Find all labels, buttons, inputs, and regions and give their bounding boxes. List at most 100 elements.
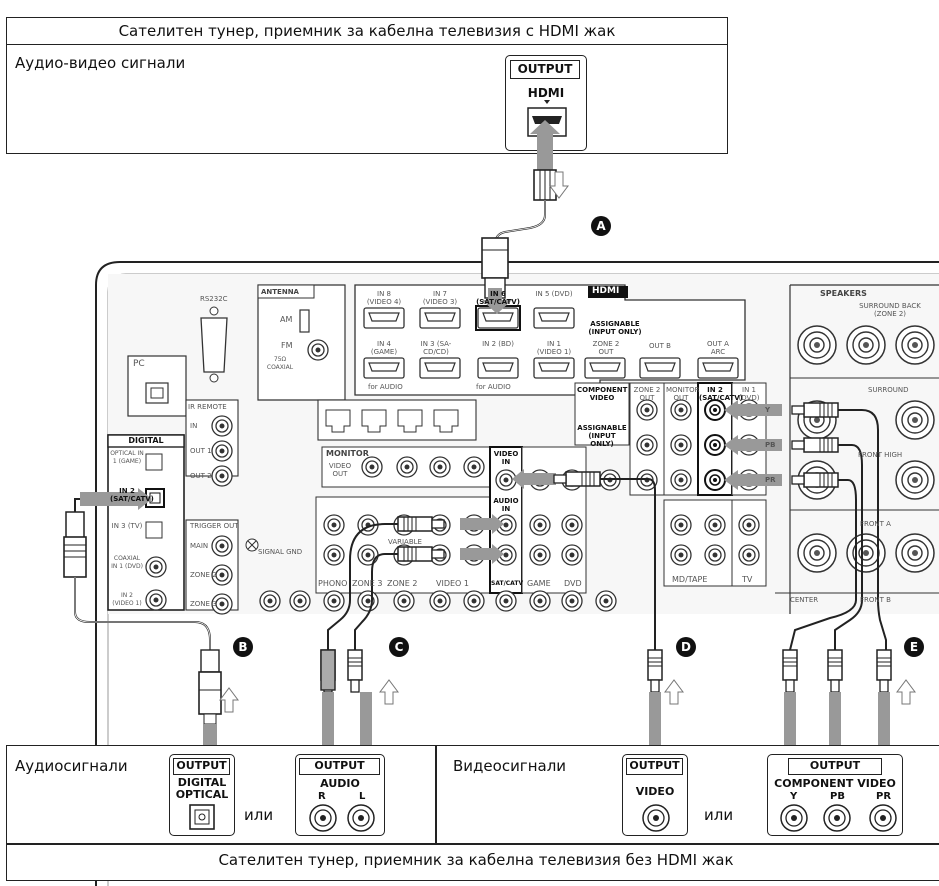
hdmi-in2: IN 2 (BD)	[482, 340, 514, 348]
surround-back-label: SURROUND BACK (ZONE 2)	[859, 302, 921, 318]
antenna-panel	[257, 284, 346, 401]
surround-label: SURROUND	[868, 386, 909, 394]
component-jack-y: Y	[790, 791, 798, 802]
video-out-label: VIDEO OUT	[328, 462, 352, 478]
top-device-box: Сателитен тунер, приемник за кабелна тел…	[6, 17, 728, 154]
fm-label: FM	[281, 341, 293, 350]
marker-e	[904, 637, 924, 657]
marker-e-label: E	[909, 640, 919, 654]
hdmi-in5: IN 5 (DVD)	[535, 290, 573, 298]
md-tape-tv-panel	[663, 499, 767, 587]
hdmi-in8: IN 8 (VIDEO 4)	[366, 290, 402, 306]
digital-in3: IN 3 (TV)	[111, 522, 143, 530]
component-jack-pb: PB	[830, 791, 845, 802]
ir-remote-label: IR REMOTE	[188, 403, 227, 411]
audio-output-panel: OUTPUT AUDIO R L	[295, 754, 385, 836]
component-jack-pr: PR	[876, 791, 892, 802]
digital-optical-in1: OPTICAL IN 1 (GAME)	[110, 450, 144, 465]
marker-c	[389, 637, 409, 657]
antenna-label: ANTENNA	[261, 288, 299, 296]
audio-jack-l: L	[359, 791, 366, 802]
hdmi-in3: IN 3 (SA-CD/CD)	[420, 340, 452, 356]
hdmi-zone2-out: ZONE 2 OUT	[592, 340, 620, 356]
hdmi-title: HDMI	[592, 286, 620, 296]
marker-d-label: D	[681, 640, 691, 654]
center-label: CENTER	[790, 596, 819, 604]
sat-video-in-label: VIDEO IN	[493, 450, 519, 466]
digital-optical-output-panel: OUTPUT DIGITAL OPTICAL	[169, 754, 235, 836]
component-col-zone2: ZONE 2 OUT	[633, 386, 661, 402]
digital-coax-in2: IN 2 (VIDEO 1)	[112, 592, 142, 607]
fm-sub-label: 75Ω COAXIAL	[266, 356, 294, 371]
for-audio-1: for AUDIO	[368, 383, 403, 391]
top-output-label: OUTPUT	[517, 62, 573, 76]
front-a-label: FRONT A	[860, 520, 891, 528]
top-box-header	[7, 18, 727, 45]
label-phono: PHONO	[318, 579, 348, 588]
optical-port-icon	[189, 804, 215, 830]
trigger-zone3: ZONE 3	[190, 600, 217, 608]
component-row-y: Y	[765, 406, 771, 414]
monitor-label: MONITOR	[326, 449, 369, 458]
audio-output-label: OUTPUT	[314, 759, 365, 772]
speakers-panel	[775, 284, 939, 614]
digital-panel	[107, 434, 185, 611]
pc-label: PC	[133, 359, 145, 369]
label-video1: VIDEO 1	[436, 579, 469, 588]
label-md-tape: MD/TAPE	[672, 575, 708, 584]
hdmi-panel	[354, 284, 746, 396]
component-row-pb: PB	[765, 441, 776, 449]
bottom-box-footer-line	[7, 843, 939, 845]
component-col-in2: IN 2 (SAT/CATV)	[699, 386, 743, 402]
bottom-device-box: Аудиосигнали Видеосигнали или или Сатели…	[6, 745, 939, 881]
video-jack-icon	[642, 804, 670, 832]
hdmi-out-a: OUT A ARC	[707, 340, 729, 356]
video-output-panel: OUTPUT VIDEO	[622, 754, 688, 836]
component-col-monitor: MONITOR OUT	[666, 386, 700, 402]
top-box-title: Сателитен тунер, приемник за кабелна тел…	[118, 22, 616, 40]
label-sat-catv: SAT/CATV	[491, 580, 524, 587]
speakers-label: SPEAKERS	[820, 289, 867, 298]
ir-out2-label: OUT 2	[190, 472, 212, 480]
trigger-out-label: TRIGGER OUT	[190, 522, 239, 530]
variable-label: VARIABLE	[388, 538, 422, 546]
component-video-output-label: COMPONENT VIDEO	[774, 777, 896, 790]
ethernet-panel	[317, 399, 477, 441]
signal-gnd-label: SIGNAL GND	[258, 548, 303, 556]
digital-optical-label: DIGITAL OPTICAL	[175, 776, 229, 801]
component-col-in1: IN 1 (DVD)	[738, 386, 760, 402]
hdmi-out-b: OUT B	[649, 342, 671, 350]
for-audio-2: for AUDIO	[476, 383, 511, 391]
marker-b	[233, 637, 253, 657]
label-dvd: DVD	[564, 579, 582, 588]
marker-a	[591, 216, 611, 236]
trigger-main: MAIN	[190, 542, 209, 550]
audio-jacks-icon	[309, 804, 375, 832]
rs232c-port	[200, 306, 228, 383]
ir-out1-label: OUT 1	[190, 447, 212, 455]
or-label-audio: или	[244, 806, 274, 824]
marker-a-label: A	[596, 219, 606, 233]
front-b-label: FRONT B	[860, 596, 891, 604]
cable-b-optical	[63, 488, 239, 792]
video-output-label: OUTPUT	[629, 759, 680, 772]
ir-remote-panel	[185, 399, 239, 487]
top-box-signal-label: Аудио-видео сигнали	[15, 54, 186, 72]
marker-d	[676, 637, 696, 657]
label-zone2: ZONE 2	[387, 579, 418, 588]
hdmi-in4: IN 4 (GAME)	[370, 340, 398, 356]
component-jacks-icon	[780, 804, 897, 832]
sat-audio-in-label: AUDIO IN	[493, 497, 519, 513]
ir-in-label: IN	[190, 422, 198, 430]
hdmi-in7: IN 7 (VIDEO 3)	[422, 290, 458, 306]
hdmi-in1: IN 1 (VIDEO 1)	[536, 340, 572, 356]
label-zone3: ZONE 3	[352, 579, 383, 588]
component-output-panel: OUTPUT COMPONENT VIDEO Y PB PR	[767, 754, 903, 836]
label-game: GAME	[527, 579, 551, 588]
label-tv: TV	[742, 575, 753, 584]
footer-title: Сателитен тунер, приемник за кабелна тел…	[218, 851, 734, 869]
hdmi-in6: IN 6 (SAT/CATV)	[476, 290, 520, 306]
audio-jack-r: R	[318, 791, 326, 802]
top-hdmi-label: HDMI	[527, 86, 565, 100]
